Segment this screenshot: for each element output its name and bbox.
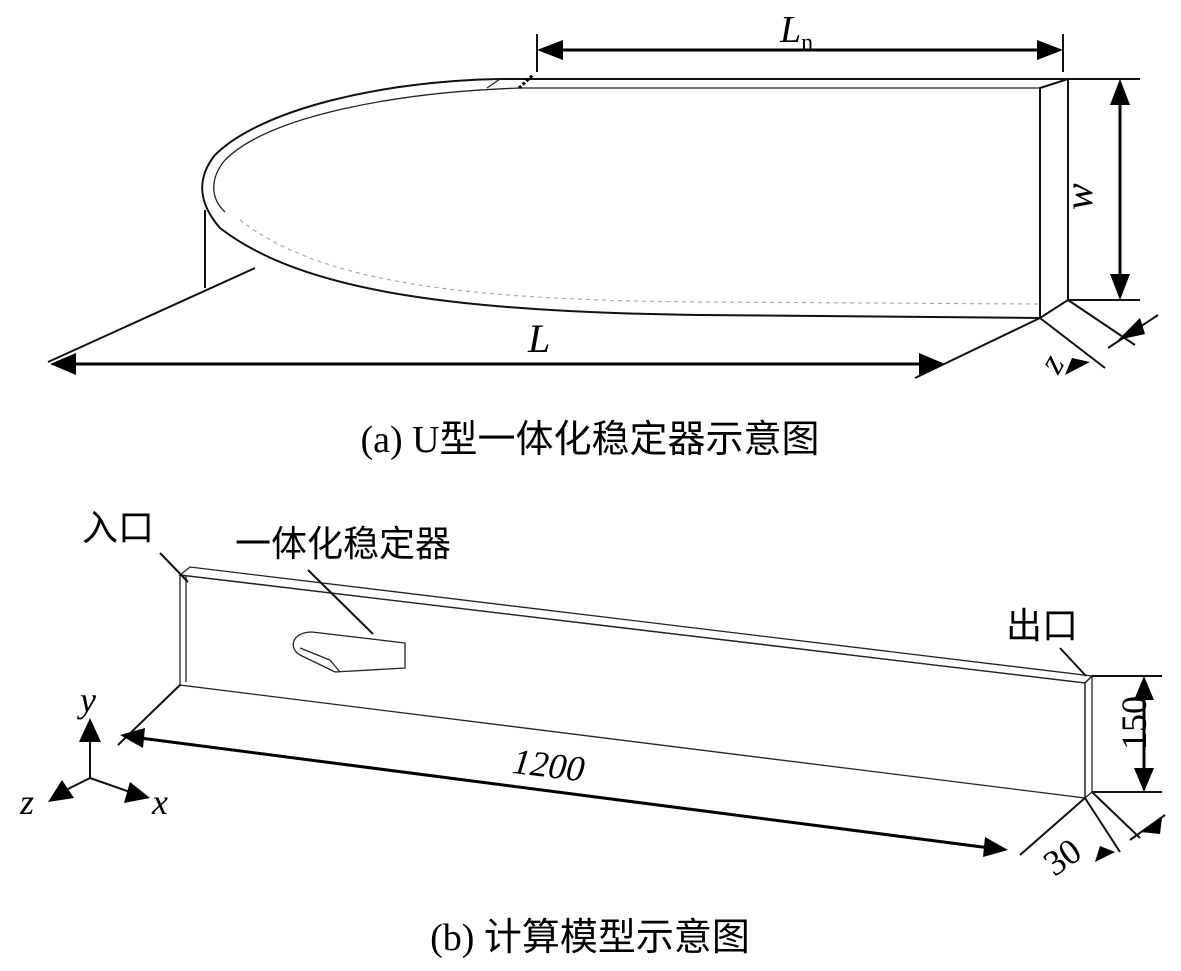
axis-z-label: z bbox=[19, 782, 34, 822]
axis-x-label: x bbox=[151, 782, 168, 822]
depth-extension-a bbox=[1091, 791, 1141, 839]
outlet-leader bbox=[1059, 647, 1087, 677]
w-arrow-bottom bbox=[1110, 274, 1130, 300]
inlet-leader bbox=[159, 552, 189, 583]
w-label: w bbox=[1056, 183, 1101, 210]
len-label: 1200 bbox=[510, 741, 586, 789]
w-arrow-top bbox=[1110, 79, 1130, 105]
z-label: z bbox=[1030, 347, 1072, 380]
stabilizer-leader bbox=[307, 569, 374, 635]
l-extension-right bbox=[914, 317, 1041, 379]
depth-arrow-upper bbox=[1140, 818, 1162, 834]
z-arrow-upper bbox=[1118, 318, 1145, 340]
ln-label: Ln bbox=[779, 9, 813, 56]
inlet-label: 入口 bbox=[82, 508, 154, 548]
len-extension-right bbox=[1019, 797, 1086, 856]
coordinate-axes: y z x bbox=[19, 680, 168, 822]
axis-x-line bbox=[89, 777, 131, 793]
depth-label: 30 bbox=[1036, 830, 1088, 883]
depth-arrow-lower bbox=[1095, 846, 1115, 862]
height-arrow-top bbox=[1134, 676, 1154, 700]
l-extension-left bbox=[47, 267, 256, 363]
axis-y-arrow bbox=[79, 718, 101, 742]
stabilizer-top-back-edge bbox=[213, 87, 1040, 213]
seam-marker bbox=[517, 73, 535, 90]
axis-z-arrow bbox=[48, 780, 74, 802]
stabilizer-label: 一体化稳定器 bbox=[235, 524, 451, 564]
channel-top-face bbox=[178, 566, 1094, 684]
len-dimension-line bbox=[139, 736, 991, 850]
channel-stabilizer-inner bbox=[299, 647, 341, 673]
axis-x-arrow bbox=[124, 782, 150, 803]
depth-extension-b bbox=[1084, 797, 1121, 853]
ln-arrow-right bbox=[1037, 40, 1063, 60]
z-extension-b bbox=[1039, 317, 1106, 369]
height-label: 150 bbox=[1114, 696, 1154, 750]
seam-line bbox=[486, 78, 501, 89]
channel-end-face bbox=[1084, 674, 1093, 800]
outlet-label: 出口 bbox=[1006, 606, 1078, 646]
axis-y-label: y bbox=[77, 680, 96, 720]
len-arrow-right bbox=[983, 837, 1008, 857]
channel-front-face bbox=[179, 574, 1086, 799]
l-arrow-right bbox=[919, 353, 945, 375]
l-arrow-left bbox=[50, 353, 76, 375]
panel-a: Ln w z L (a) U型一体化稳定器示意图 bbox=[47, 9, 1159, 461]
len-arrow-left bbox=[120, 728, 145, 748]
panel-b-caption: (b) 计算模型示意图 bbox=[430, 917, 750, 959]
z-arrow-lower bbox=[1065, 358, 1090, 375]
l-label: L bbox=[527, 316, 550, 361]
ln-arrow-left bbox=[537, 40, 563, 60]
channel-stabilizer-shape bbox=[292, 631, 406, 673]
panel-a-caption: (a) U型一体化稳定器示意图 bbox=[360, 419, 819, 461]
stabilizer-hidden-curve bbox=[239, 219, 1041, 305]
height-arrow-bottom bbox=[1134, 768, 1154, 792]
panel-b: 入口 一体化稳定器 出口 1200 150 30 y bbox=[19, 508, 1166, 959]
stabilizer-body-outline bbox=[201, 77, 1069, 320]
axis-z-line bbox=[65, 777, 91, 791]
